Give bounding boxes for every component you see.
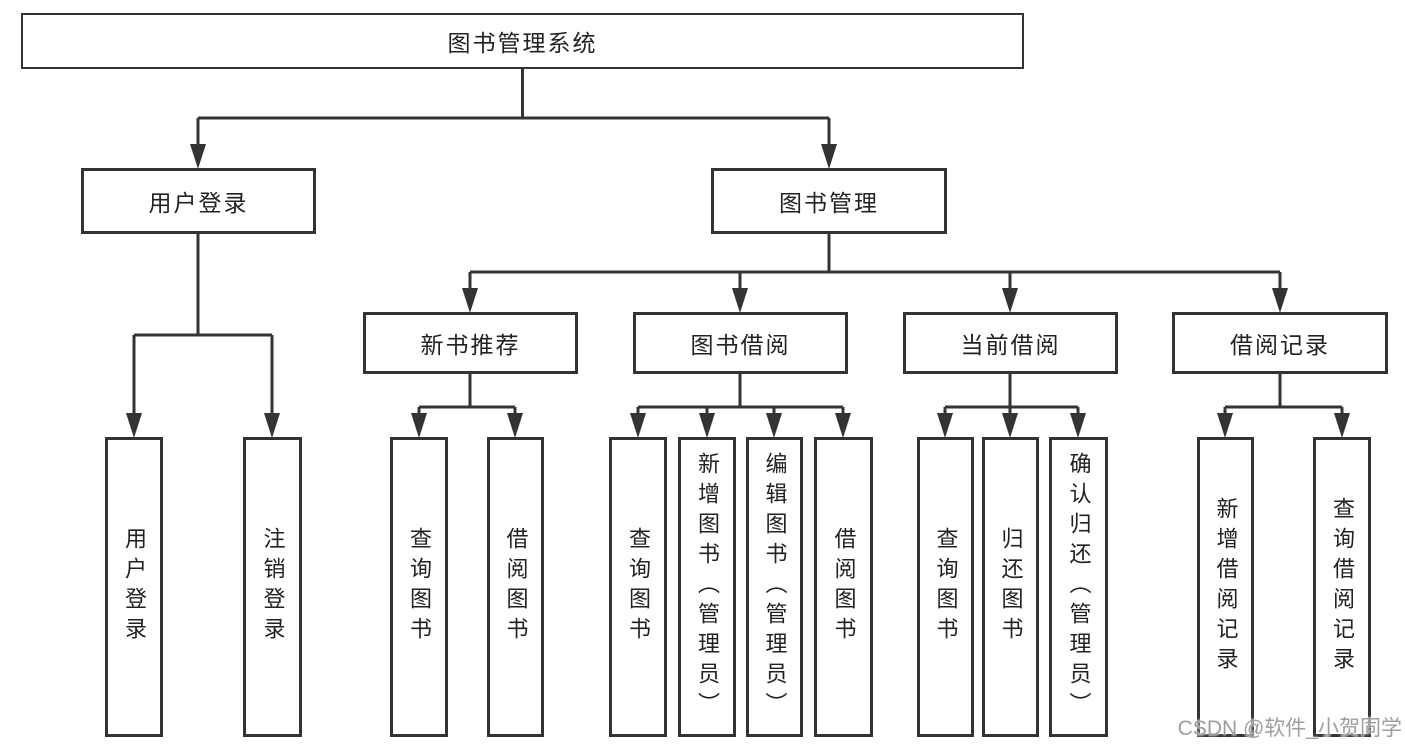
leaf-bb-add-books-admin: 新增图书（管理员） [678,437,736,737]
leaf-bb-borrow-books: 借阅图书 [814,437,873,737]
leaf-cb-query-books: 查询图书 [917,437,974,737]
node-label: 图书管理系统 [447,30,598,56]
leaf-bb-query-books: 查询图书 [609,437,667,737]
node-label: 查询图书 [407,527,432,647]
node-label: 查询图书 [933,527,959,647]
leaf-nb-query-books: 查询图书 [390,437,448,737]
node-label: 图书管理 [779,190,879,216]
leaf-logout: 注销登录 [243,437,302,737]
arrow-down-icon [835,413,851,438]
node-label: 图书借阅 [690,332,791,358]
node-label: 注销登录 [260,527,286,647]
csdn-watermark: CSDN @软件_小贺同学 [1177,717,1402,740]
node-user-login: 用户登录 [81,168,316,234]
arrow-down-icon [462,288,478,313]
arrow-down-icon [630,413,646,438]
node-label: 新书推荐 [420,332,521,358]
arrow-down-icon [1272,288,1288,313]
leaf-user-login: 用户登录 [105,437,163,737]
node-label: 用户登录 [148,190,249,216]
arrow-down-icon [190,144,206,169]
node-book-management: 图书管理 [711,168,947,234]
arrow-down-icon [766,413,782,438]
leaf-nb-borrow-books: 借阅图书 [487,437,544,737]
node-label: 借阅记录 [1230,332,1330,358]
arrow-down-icon [1217,413,1233,438]
node-label: 新增图书（管理员） [695,452,720,722]
node-label: 新增借阅记录 [1213,497,1239,677]
node-label: 用户登录 [122,527,147,647]
node-label: 确认归还（管理员） [1066,452,1092,722]
leaf-cb-return-books: 归还图书 [982,437,1039,737]
leaf-bb-edit-books-admin: 编辑图书（管理员） [746,437,803,737]
node-new-book-recommend: 新书推荐 [363,312,578,374]
node-label: 借阅图书 [503,527,529,647]
node-label: 查询图书 [626,527,651,647]
arrow-down-icon [1002,413,1018,438]
leaf-cb-confirm-return-admin: 确认归还（管理员） [1049,437,1108,737]
node-library-system: 图书管理系统 [21,13,1024,69]
node-borrow-records: 借阅记录 [1172,312,1388,374]
arrow-down-icon [699,413,715,438]
node-label: 归还图书 [998,527,1024,647]
node-book-borrow: 图书借阅 [633,312,848,374]
leaf-rec-query-record: 查询借阅记录 [1313,437,1371,737]
node-label: 编辑图书（管理员） [762,452,788,722]
arrow-down-icon [937,413,953,438]
arrow-down-icon [1334,413,1350,438]
arrow-down-icon [411,413,427,438]
arrow-down-icon [264,413,280,438]
arrow-down-icon [1070,413,1086,438]
node-label: 当前借阅 [960,332,1061,358]
node-label: 借阅图书 [831,527,857,647]
node-current-borrow: 当前借阅 [903,312,1118,374]
arrow-down-icon [1002,288,1018,313]
node-label: 查询借阅记录 [1330,497,1355,677]
arrow-down-icon [126,413,142,438]
arrow-down-icon [732,288,748,313]
arrow-down-icon [821,144,837,169]
arrow-down-icon [507,413,523,438]
leaf-rec-add-record: 新增借阅记录 [1197,437,1254,737]
